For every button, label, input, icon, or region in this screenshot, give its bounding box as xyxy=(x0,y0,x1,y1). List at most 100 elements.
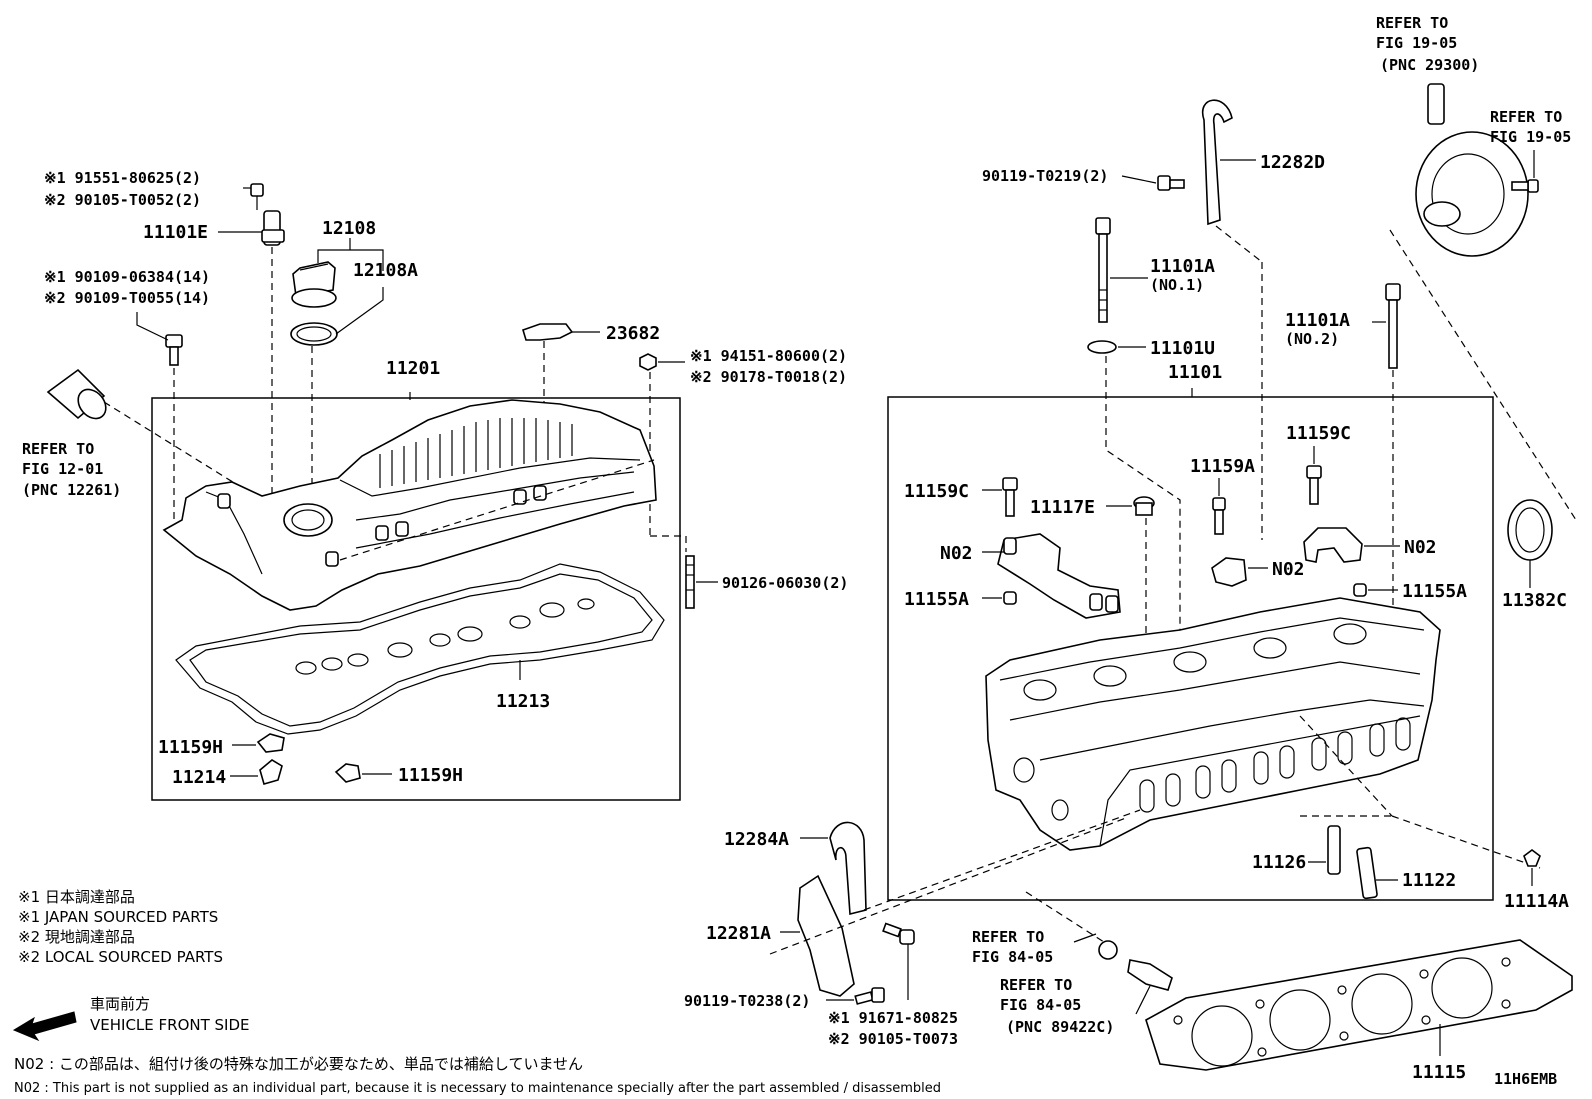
callout-11382C: 11382C xyxy=(1502,590,1567,611)
callout-23682: 23682 xyxy=(606,323,660,344)
alt-part-line: ※1 91671-80825 xyxy=(828,1009,958,1027)
ref-fig-19-05-pnc: REFER TO xyxy=(1376,14,1448,32)
callout-90126-06030: 90126-06030(2) xyxy=(722,574,848,592)
front-label-jp: 車両前方 xyxy=(90,995,150,1013)
callout-11115: 11115 xyxy=(1412,1062,1466,1083)
plug-11117E xyxy=(1133,496,1155,516)
callout-11122: 11122 xyxy=(1402,870,1456,891)
legend-local-jp: ※2 現地調達部品 xyxy=(18,928,135,946)
cylinder-head-gasket xyxy=(1145,939,1573,1071)
callout-12282D: 12282D xyxy=(1260,152,1325,173)
cap-bolt-11159A xyxy=(1212,497,1226,535)
callout-11159H: 11159H xyxy=(158,737,223,758)
callout-11101A-no2: 11101A xyxy=(1285,310,1350,331)
ref-fig-84-05: FIG 84-05 xyxy=(972,948,1053,966)
front-arrow-icon xyxy=(12,1011,77,1042)
cap-bolt-11159C-a xyxy=(1002,477,1018,517)
cover-gasket xyxy=(175,563,665,735)
alt-part-line: ※2 90105-T0052(2) xyxy=(44,191,201,209)
cover-bolt xyxy=(165,334,183,366)
legend-local-en: ※2 LOCAL SOURCED PARTS xyxy=(18,948,223,966)
ref-fig-19-05-pnc: (PNC 29300) xyxy=(1380,56,1479,74)
bearing-cap-N02-c xyxy=(1303,527,1363,563)
plug-11114A xyxy=(1523,849,1541,867)
callout-11101: 11101 xyxy=(1168,362,1222,383)
ref-fig-84-05-pnc: REFER TO xyxy=(1000,976,1072,994)
legend-japan-en: ※1 JAPAN SOURCED PARTS xyxy=(18,908,218,926)
valve-guide-11126 xyxy=(1327,825,1341,875)
front-label-en: VEHICLE FRONT SIDE xyxy=(90,1016,250,1034)
callout-11214: 11214 xyxy=(172,767,226,788)
ref-fig-12-01: REFER TO xyxy=(22,440,94,458)
callout-11101U: 11101U xyxy=(1150,338,1215,359)
alt-part-line: ※2 90178-T0018(2) xyxy=(690,368,847,386)
diagram-code: 11H6EMB xyxy=(1494,1070,1557,1088)
callout-11159A: 11159A xyxy=(1190,456,1255,477)
ref-fig-84-05: REFER TO xyxy=(972,928,1044,946)
head-group-box xyxy=(887,396,1494,901)
callout-11159C-b: 11159C xyxy=(1286,423,1351,444)
callout-11114A: 11114A xyxy=(1504,891,1569,912)
head-bolt-no2 xyxy=(1385,283,1401,369)
callout-11117E: 11117E xyxy=(1030,497,1095,518)
oil-filler-cap xyxy=(290,261,338,346)
callout-11201: 11201 xyxy=(386,358,440,379)
callout-11213: 11213 xyxy=(496,691,550,712)
cylinder-head-cover xyxy=(162,399,657,611)
ref-fig-12-01: (PNC 12261) xyxy=(22,481,121,499)
callout-11126: 11126 xyxy=(1252,852,1306,873)
engine-hanger-12281A xyxy=(797,874,855,997)
alt-part-line: ※1 91551-80625(2) xyxy=(44,169,201,187)
cam-position-sensor xyxy=(250,183,285,246)
ref-fig-19-05: FIG 19-05 xyxy=(1490,128,1571,146)
callout-11101A-no1-sub: (NO.1) xyxy=(1150,276,1204,294)
callout-90119-T0238: 90119-T0238(2) xyxy=(684,992,810,1010)
callout-12108A: 12108A xyxy=(353,260,418,281)
callout-11155A-b: 11155A xyxy=(1402,581,1467,602)
hanger-bolt-2 xyxy=(854,987,885,1005)
dowel-11155A-a xyxy=(1003,591,1017,605)
alt-part-line: ※2 90105-T0073 xyxy=(828,1030,958,1048)
callout-11159C-a: 11159C xyxy=(904,481,969,502)
callout-11159H-2: 11159H xyxy=(398,765,463,786)
legend-japan-jp: ※1 日本調達部品 xyxy=(18,888,135,906)
coolant-temp-sensor xyxy=(1098,940,1173,991)
hanger-bolt xyxy=(1157,175,1185,191)
head-bolt-no1 xyxy=(1095,217,1111,323)
alt-part-line: ※1 94151-80600(2) xyxy=(690,347,847,365)
seal-11214 xyxy=(259,759,283,785)
callout-11101E: 11101E xyxy=(143,222,208,243)
callout-12284A: 12284A xyxy=(724,829,789,850)
cover-nut xyxy=(639,353,657,371)
alt-part-line: ※2 90109-T0055(14) xyxy=(44,289,210,307)
cap-bolt-11159C-b xyxy=(1306,465,1322,505)
callout-12108: 12108 xyxy=(322,218,376,239)
alt-part-line: ※1 90109-06384(14) xyxy=(44,268,210,286)
bearing-cap-N02-b xyxy=(1211,557,1247,587)
ref-fig-84-05-pnc: FIG 84-05 xyxy=(1000,996,1081,1014)
bracket-23682 xyxy=(522,323,574,341)
bearing-cap-assy xyxy=(997,533,1121,619)
callout-90119-T0219: 90119-T0219(2) xyxy=(982,167,1108,185)
engine-hanger-12284A xyxy=(829,821,867,916)
seal-11159H-2 xyxy=(334,763,361,783)
washer-11101U xyxy=(1087,340,1117,354)
callout-11155A-a: 11155A xyxy=(904,589,969,610)
hanger-bolt-3 xyxy=(882,922,915,945)
engine-hanger-12282D xyxy=(1201,99,1233,226)
oil-seal-11382C xyxy=(1507,499,1553,561)
valve-guide-11122 xyxy=(1356,846,1378,900)
note-n02-jp: N02 : この部品は、組付け後の特殊な加工が必要なため、単品では補給していませ… xyxy=(14,1055,583,1073)
cover-group-box xyxy=(151,397,681,801)
ref-fig-84-05-pnc: (PNC 89422C) xyxy=(1006,1018,1114,1036)
seal-11159H xyxy=(256,733,285,753)
callout-N02-c: N02 xyxy=(1404,537,1437,558)
note-n02-en: N02 : This part is not supplied as an in… xyxy=(14,1081,941,1096)
stud-90126 xyxy=(685,555,695,609)
vacuum-pump xyxy=(1415,83,1529,257)
cylinder-head xyxy=(985,597,1441,851)
ref-fig-19-05-pnc: FIG 19-05 xyxy=(1376,34,1457,52)
callout-N02-a: N02 xyxy=(940,543,973,564)
ref-fig-19-05: REFER TO xyxy=(1490,108,1562,126)
